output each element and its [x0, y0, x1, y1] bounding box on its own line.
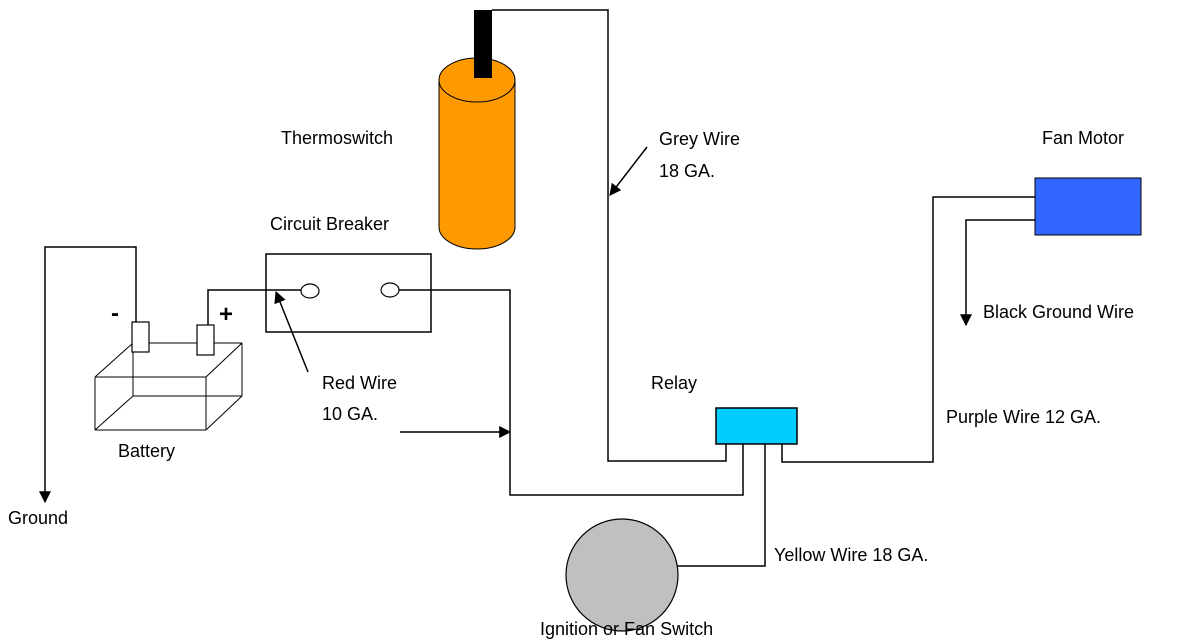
thermoswitch-body: [438, 79, 516, 250]
grey-wire-gauge-label: 18 GA.: [659, 161, 715, 181]
ignition-switch-label: Ignition or Fan Switch: [540, 619, 713, 639]
battery-negative-terminal: [131, 321, 150, 353]
purple-wire-label: Purple Wire 12 GA.: [946, 407, 1101, 427]
thermoswitch: [438, 10, 516, 250]
battery: [94, 342, 243, 431]
battery-positive-terminal: [196, 324, 215, 356]
ignition-switch: [565, 518, 679, 632]
circuit-breaker-right-terminal: [380, 282, 400, 298]
circuit-breaker-label: Circuit Breaker: [270, 214, 389, 234]
thermoswitch-terminal: [474, 10, 492, 78]
circuit-breaker-body: [265, 253, 432, 333]
battery-edge: [205, 342, 243, 378]
yellow-wire-label: Yellow Wire 18 GA.: [774, 545, 928, 565]
ground-wire: [39, 246, 137, 504]
grey-wire: [492, 9, 727, 462]
red-wire-gauge-label: 10 GA.: [322, 404, 378, 424]
circuit-breaker-left-terminal: [300, 283, 320, 299]
red-wire-label: Red Wire: [322, 373, 397, 393]
positive-sign: +: [219, 301, 233, 328]
battery-to-breaker-wire: [207, 289, 301, 325]
yellow-wire: [642, 444, 766, 567]
black-ground-wire-label: Black Ground Wire: [983, 302, 1134, 322]
thermoswitch-label: Thermoswitch: [281, 128, 393, 148]
battery-edge: [94, 395, 134, 431]
breaker-pointer: [274, 290, 309, 373]
relay: [715, 407, 798, 445]
negative-sign: -: [111, 300, 119, 327]
fan-motor: [1034, 177, 1142, 236]
circuit-breaker: [265, 253, 432, 333]
relay-label: Relay: [651, 373, 697, 393]
battery-edge: [94, 342, 134, 378]
ground-label: Ground: [8, 508, 68, 528]
grey-wire-label: Grey Wire: [659, 129, 740, 149]
fan-motor-label: Fan Motor: [1042, 128, 1124, 148]
grey-wire-pointer: [609, 146, 648, 196]
purple-wire: [781, 196, 1035, 463]
black-ground-wire: [960, 219, 1035, 327]
battery-edge: [205, 395, 243, 431]
red-wire: [399, 289, 744, 496]
battery-label: Battery: [118, 441, 175, 461]
